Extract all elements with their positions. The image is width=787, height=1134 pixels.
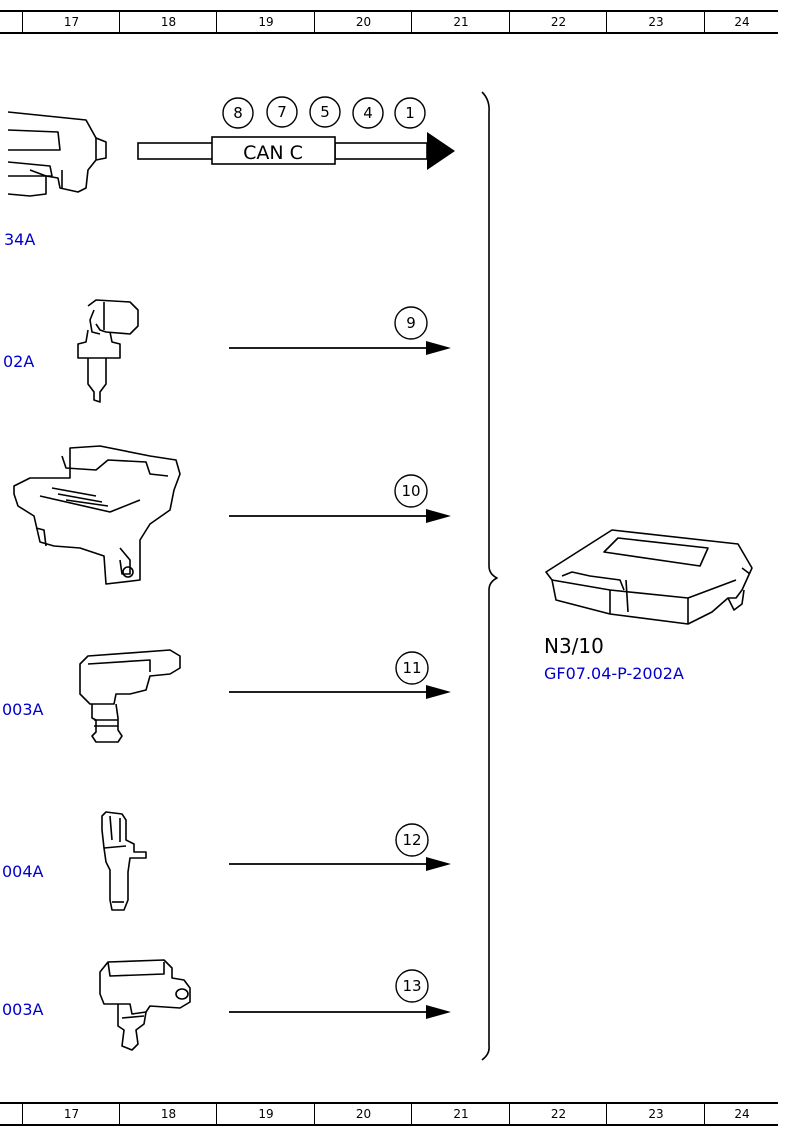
ruler-col: 18: [119, 12, 217, 32]
temperature-sensor-drawing: [77, 299, 139, 403]
component-link[interactable]: 003A: [2, 1000, 44, 1019]
ruler-col: 24: [704, 1104, 779, 1124]
bus-number: 1: [405, 104, 415, 122]
map-sensor-drawing: [99, 959, 191, 1051]
ruler-col: 19: [216, 12, 315, 32]
bus-number: 8: [233, 104, 243, 122]
component-link[interactable]: 004A: [2, 862, 44, 881]
pressure-sensor-drawing: [79, 649, 181, 743]
can-bus-arrow: CAN C: [137, 132, 455, 170]
signal-arrows: [229, 341, 451, 1019]
target-component-code: N3/10: [544, 634, 604, 658]
group-brace: [481, 91, 498, 1061]
speed-sensor-drawing: [101, 811, 147, 911]
component-link[interactable]: 02A: [3, 352, 34, 371]
signal-number: 13: [402, 977, 421, 995]
ruler-col: 23: [606, 1104, 705, 1124]
bus-number: 5: [320, 103, 330, 121]
ruler-col: 22: [509, 1104, 607, 1124]
signal-number: 10: [401, 482, 420, 500]
bus-number: 7: [277, 103, 287, 121]
ruler-col: 22: [509, 12, 607, 32]
signal-number-circles: [394, 306, 429, 1003]
ruler-col: 24: [704, 12, 779, 32]
target-component-link[interactable]: GF07.04-P-2002A: [544, 664, 684, 683]
ruler-col: 19: [216, 1104, 315, 1124]
signal-number: 11: [402, 659, 421, 677]
bottom-column-ruler: 17 18 19 20 21 22 23 24: [0, 1102, 778, 1126]
signal-number: 9: [406, 314, 416, 332]
ruler-col: 20: [314, 12, 412, 32]
top-column-ruler: 17 18 19 20 21 22 23 24: [0, 10, 778, 34]
ruler-col: 17: [22, 12, 120, 32]
target-control-unit-drawing: [545, 529, 753, 625]
ruler-col: 18: [119, 1104, 217, 1124]
ruler-col: 17: [22, 1104, 120, 1124]
ruler-col: 23: [606, 12, 705, 32]
ruler-col: 20: [314, 1104, 412, 1124]
control-unit-drawing: [7, 111, 107, 197]
component-link[interactable]: 003A: [2, 700, 44, 719]
control-module-drawing: [13, 445, 181, 585]
signal-number: 12: [402, 831, 421, 849]
component-link[interactable]: 34A: [4, 230, 35, 249]
can-bus-label: CAN C: [243, 142, 303, 164]
ruler-col: 21: [411, 12, 510, 32]
bus-numbers: [222, 96, 426, 129]
ruler-col: 21: [411, 1104, 510, 1124]
bus-number: 4: [363, 104, 373, 122]
